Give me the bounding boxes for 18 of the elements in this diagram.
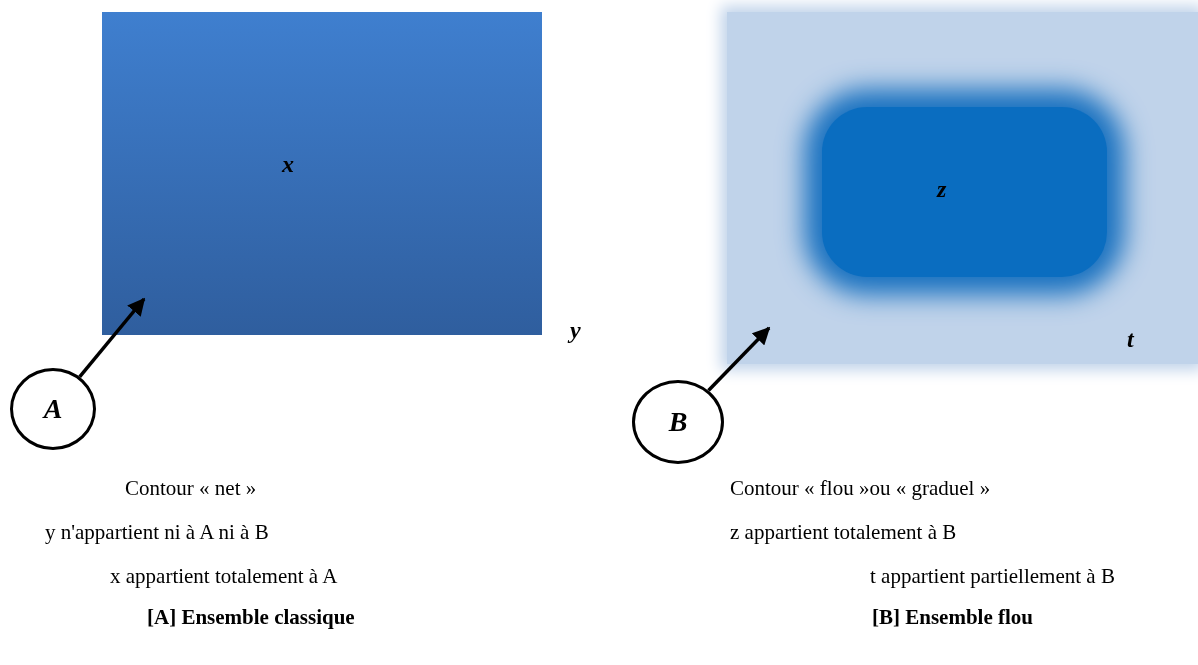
caption-text: Contour « net » — [125, 476, 257, 502]
caption-text: t appartient partiellement à B — [870, 564, 1115, 590]
figure-title: [A] Ensemble classique — [147, 605, 355, 631]
element-name: t — [1127, 327, 1134, 351]
figure-title: [B] Ensemble flou — [872, 605, 1033, 631]
arrow — [707, 326, 771, 392]
fuzzy-set-core — [822, 107, 1107, 277]
set-name: B — [668, 408, 688, 436]
caption-text: Contour « flou »ou « graduel » — [730, 476, 991, 502]
crisp-set-rectangle — [102, 12, 542, 335]
caption-text: y n'appartient ni à A ni à B — [45, 520, 269, 546]
element-name: z — [937, 177, 947, 201]
fuzzy-set-halo — [727, 12, 1198, 364]
set-name: A — [43, 395, 63, 423]
element-name: x — [282, 152, 294, 176]
arrow — [78, 297, 146, 378]
caption-text: x appartient totalement à A — [110, 564, 338, 590]
caption-text: z appartient totalement à B — [730, 520, 957, 546]
